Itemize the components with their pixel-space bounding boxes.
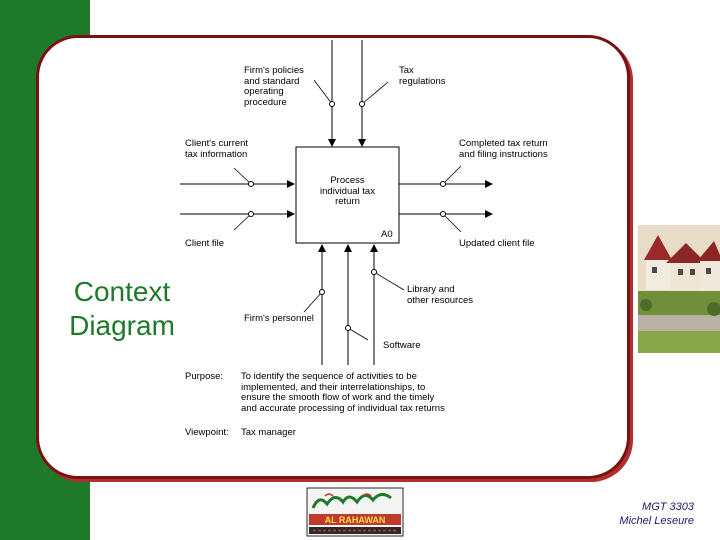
viewpoint-text: Tax manager bbox=[241, 427, 296, 438]
output-connector-updated-client-file bbox=[442, 213, 462, 233]
mechanism-connector-software bbox=[347, 327, 369, 341]
control-connector-policies bbox=[313, 79, 333, 105]
input-label-current-tax-info: Client's current tax information bbox=[185, 138, 249, 160]
output-label-completed-return: Completed tax return and filing instruct… bbox=[459, 138, 548, 160]
control-label-regulations: Tax regulations bbox=[399, 65, 446, 87]
mechanism-connector-personnel bbox=[303, 291, 323, 313]
purpose-text: To identify the sequence of activities t… bbox=[241, 371, 445, 414]
mechanism-label-library: Library and other resources bbox=[407, 284, 474, 306]
mechanism-dot-personnel bbox=[319, 289, 325, 295]
diagram-frame bbox=[36, 35, 630, 479]
logo-wordmark: AL RAHAWAN bbox=[325, 515, 386, 525]
mechanism-label-personnel: Firm's personnel bbox=[244, 313, 314, 324]
control-label-policies: Firm's policies and standard operating p… bbox=[244, 65, 304, 108]
process-box-label: Process individual tax return bbox=[320, 175, 375, 207]
purpose-label: Purpose: bbox=[185, 371, 224, 382]
control-dot-policies bbox=[329, 101, 335, 107]
node-id-label: A0 bbox=[381, 229, 393, 240]
houses-photo bbox=[636, 205, 720, 355]
mechanism-label-software: Software bbox=[383, 340, 421, 351]
input-label-client-file: Client file bbox=[185, 238, 225, 249]
input-dot-current-tax-info bbox=[248, 181, 254, 187]
slide-title: Context Diagram bbox=[69, 276, 175, 341]
mechanism-dot-software bbox=[345, 325, 351, 331]
al-rahawan-logo: AL RAHAWAN bbox=[305, 486, 405, 538]
input-dot-client-file bbox=[248, 211, 254, 217]
output-dot-completed-return bbox=[440, 181, 446, 187]
input-connector-current-tax-info bbox=[233, 167, 252, 185]
output-dot-updated-client-file bbox=[440, 211, 446, 217]
mechanism-dot-library bbox=[371, 269, 377, 275]
output-label-updated-client-file: Updated client file bbox=[459, 238, 535, 249]
process-box bbox=[295, 146, 400, 244]
control-dot-regulations bbox=[359, 101, 365, 107]
viewpoint-label: Viewpoint: bbox=[185, 427, 229, 438]
output-connector-completed-return bbox=[442, 165, 462, 185]
control-connector-regulations bbox=[361, 81, 389, 105]
footer-credit: MGT 3303 Michel Leseure bbox=[619, 501, 694, 527]
mechanism-connector-library bbox=[373, 271, 405, 291]
input-connector-client-file bbox=[233, 213, 252, 231]
